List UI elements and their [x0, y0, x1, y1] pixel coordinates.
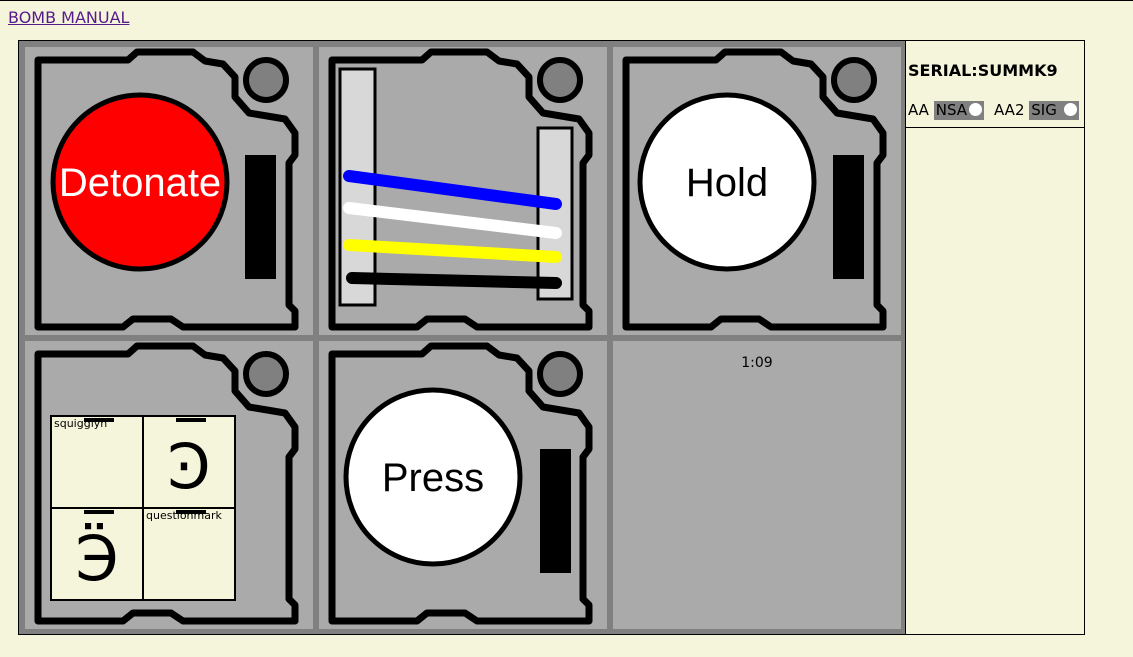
indicator-nsa: AA NSA: [908, 101, 985, 120]
indicator-prefix: AA2: [994, 101, 1025, 119]
button-label: Press: [382, 456, 484, 500]
bomb-manual-link[interactable]: BOMB MANUAL: [8, 8, 130, 27]
keypad-key[interactable]: Ͽ: [143, 416, 235, 508]
button-strip: [245, 155, 276, 279]
indicator-label: NSA: [935, 101, 968, 119]
wire-yellow[interactable]: [343, 239, 562, 263]
press-button[interactable]: [343, 387, 523, 567]
serial-number: SERIAL:SUMMK9: [908, 61, 1058, 80]
button-label: Hold: [686, 161, 768, 205]
key-glyph: Ͽ: [167, 430, 211, 503]
indicator-label: SIG: [1031, 101, 1057, 119]
bomb-casing: Detonate Hold squigglyn Ͽ Ӭ questionmark…: [18, 40, 906, 635]
keypad-module: squigglyn Ͽ Ӭ questionmark: [25, 341, 313, 629]
button-label: Detonate: [59, 161, 221, 205]
key-label: squigglyn: [54, 417, 108, 430]
timer-display: 1:09: [741, 355, 773, 371]
key-glyph: Ӭ: [75, 522, 119, 595]
indicator-light-icon: [969, 103, 983, 116]
detonate-button[interactable]: [50, 92, 230, 272]
timer-module: 1:09: [613, 341, 901, 629]
keypad-key[interactable]: questionmark: [143, 508, 235, 600]
wire-blue[interactable]: [343, 170, 562, 210]
indicator-light-icon: [1063, 103, 1077, 116]
keypad-key[interactable]: squigglyn: [51, 416, 143, 508]
wire-black[interactable]: [346, 272, 562, 289]
button-module-hold: Hold: [613, 47, 901, 335]
edgework-sidebar: SERIAL:SUMMK9 AA NSA AA2 SIG: [906, 40, 1085, 635]
wire-white[interactable]: [343, 202, 562, 239]
button-module-detonate: Detonate: [25, 47, 313, 335]
indicator-prefix: AA: [908, 101, 929, 119]
wires-module: [319, 47, 607, 335]
key-label: questionmark: [146, 509, 222, 522]
indicator-sig: AA2 SIG: [994, 101, 1079, 120]
hold-button[interactable]: [637, 92, 817, 272]
button-module-press: Press: [319, 341, 607, 629]
keypad-key[interactable]: Ӭ: [51, 508, 143, 600]
